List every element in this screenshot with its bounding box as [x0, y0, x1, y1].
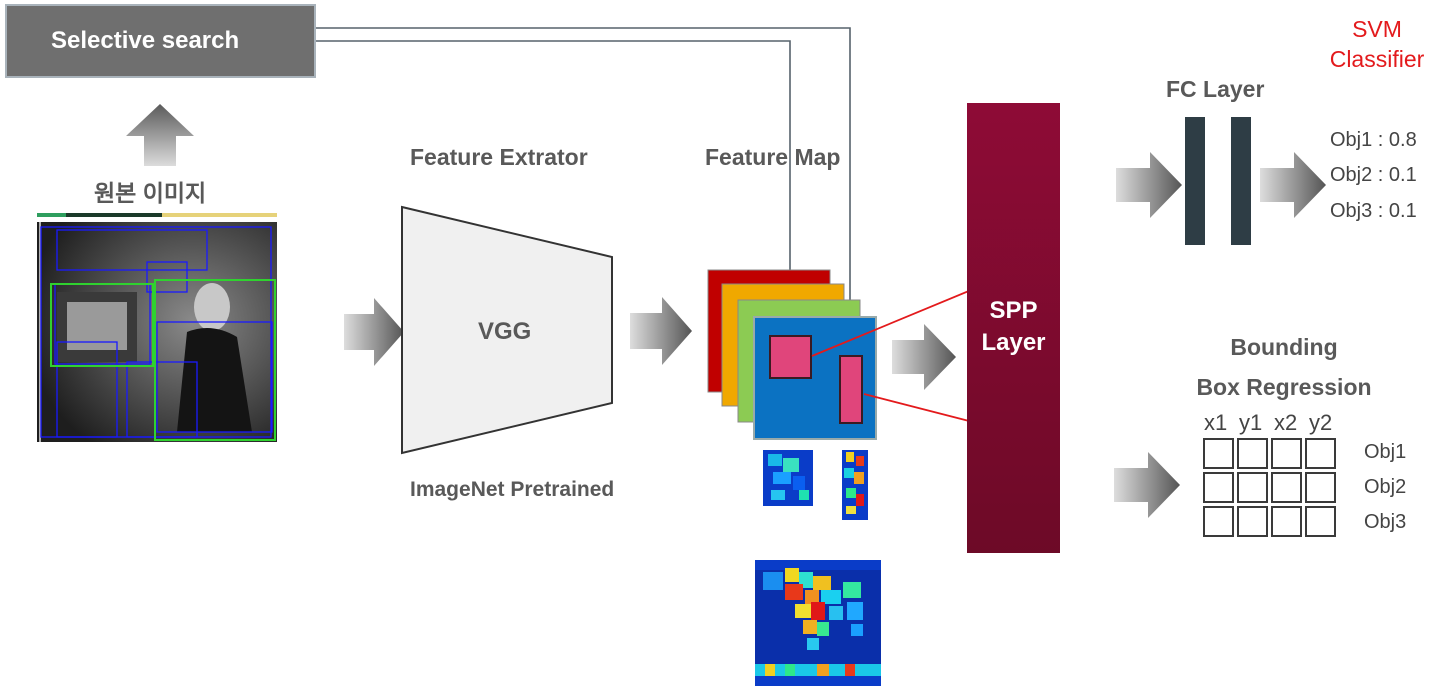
bbox-row-obj1: Obj1 [1364, 441, 1407, 463]
bbox-cell [1237, 472, 1268, 503]
bbox-cell [1305, 438, 1336, 469]
arrow-to-fc-icon [1116, 152, 1182, 218]
source-image [37, 222, 277, 442]
source-image-graphic [37, 222, 277, 442]
bbox-col-y1: y1 [1239, 410, 1263, 435]
bbox-cell [1203, 438, 1234, 469]
fc-bar-1 [1185, 117, 1205, 245]
bbox-col-y2: y2 [1309, 410, 1333, 435]
arrow-to-feature-map-icon [630, 297, 692, 365]
score-3: Obj3 : 0.1 [1330, 200, 1417, 222]
fc-layer-title: FC Layer [1166, 76, 1265, 102]
bbox-cell [1237, 506, 1268, 537]
bbox-title-line2: Box Regression [1196, 374, 1372, 400]
bbox-col-x1: x1 [1204, 410, 1228, 435]
bbox-title-line1: Bounding [1230, 334, 1338, 360]
selective-search-label: Selective search [51, 27, 240, 54]
bbox-row-obj3: Obj3 [1364, 511, 1407, 533]
bbox-row-obj2: Obj2 [1364, 476, 1407, 498]
feature-map-title: Feature Map [705, 144, 841, 170]
bbox-cell [1203, 506, 1234, 537]
source-image-label: 원본 이미지 [94, 180, 207, 206]
spp-label-line1: SPP [989, 297, 1038, 324]
up-arrow-icon [126, 104, 194, 166]
imagenet-label: ImageNet Pretrained [410, 478, 615, 501]
feature-heatmap [755, 560, 881, 686]
bbox-cell [1203, 472, 1234, 503]
svm-label: SVM Classifier [1322, 14, 1432, 74]
vgg-label: VGG [478, 318, 532, 345]
arrow-to-vgg-icon [344, 298, 404, 366]
bbox-cell [1271, 438, 1302, 469]
bbox-col-x2: x2 [1274, 410, 1298, 435]
svm-label-line1: SVM [1352, 16, 1402, 42]
bbox-cell [1305, 472, 1336, 503]
spp-layer: SPP Layer [967, 103, 1060, 553]
pooled-heatmap-b [842, 450, 868, 520]
image-strip [37, 213, 277, 217]
bbox-title: Bounding Box Regression [1186, 327, 1382, 407]
bbox-cell [1271, 472, 1302, 503]
arrow-to-scores-icon [1260, 152, 1326, 218]
bbox-cell [1305, 506, 1336, 537]
bbox-cell [1237, 438, 1268, 469]
score-1: Obj1 : 0.8 [1330, 129, 1417, 151]
selective-search-box: Selective search [5, 4, 316, 78]
arrow-to-bbox-icon [1114, 452, 1180, 518]
bbox-grid [1203, 438, 1336, 537]
arrow-to-spp-icon [892, 324, 956, 390]
spp-label-line2: Layer [981, 329, 1046, 356]
bbox-cell [1271, 506, 1302, 537]
svm-label-line2: Classifier [1329, 46, 1425, 72]
pooled-heatmap-a [763, 450, 813, 506]
feature-extractor-title: Feature Extrator [410, 144, 588, 170]
score-2: Obj2 : 0.1 [1330, 164, 1417, 186]
vgg-block [401, 205, 613, 455]
fc-bar-2 [1231, 117, 1251, 245]
